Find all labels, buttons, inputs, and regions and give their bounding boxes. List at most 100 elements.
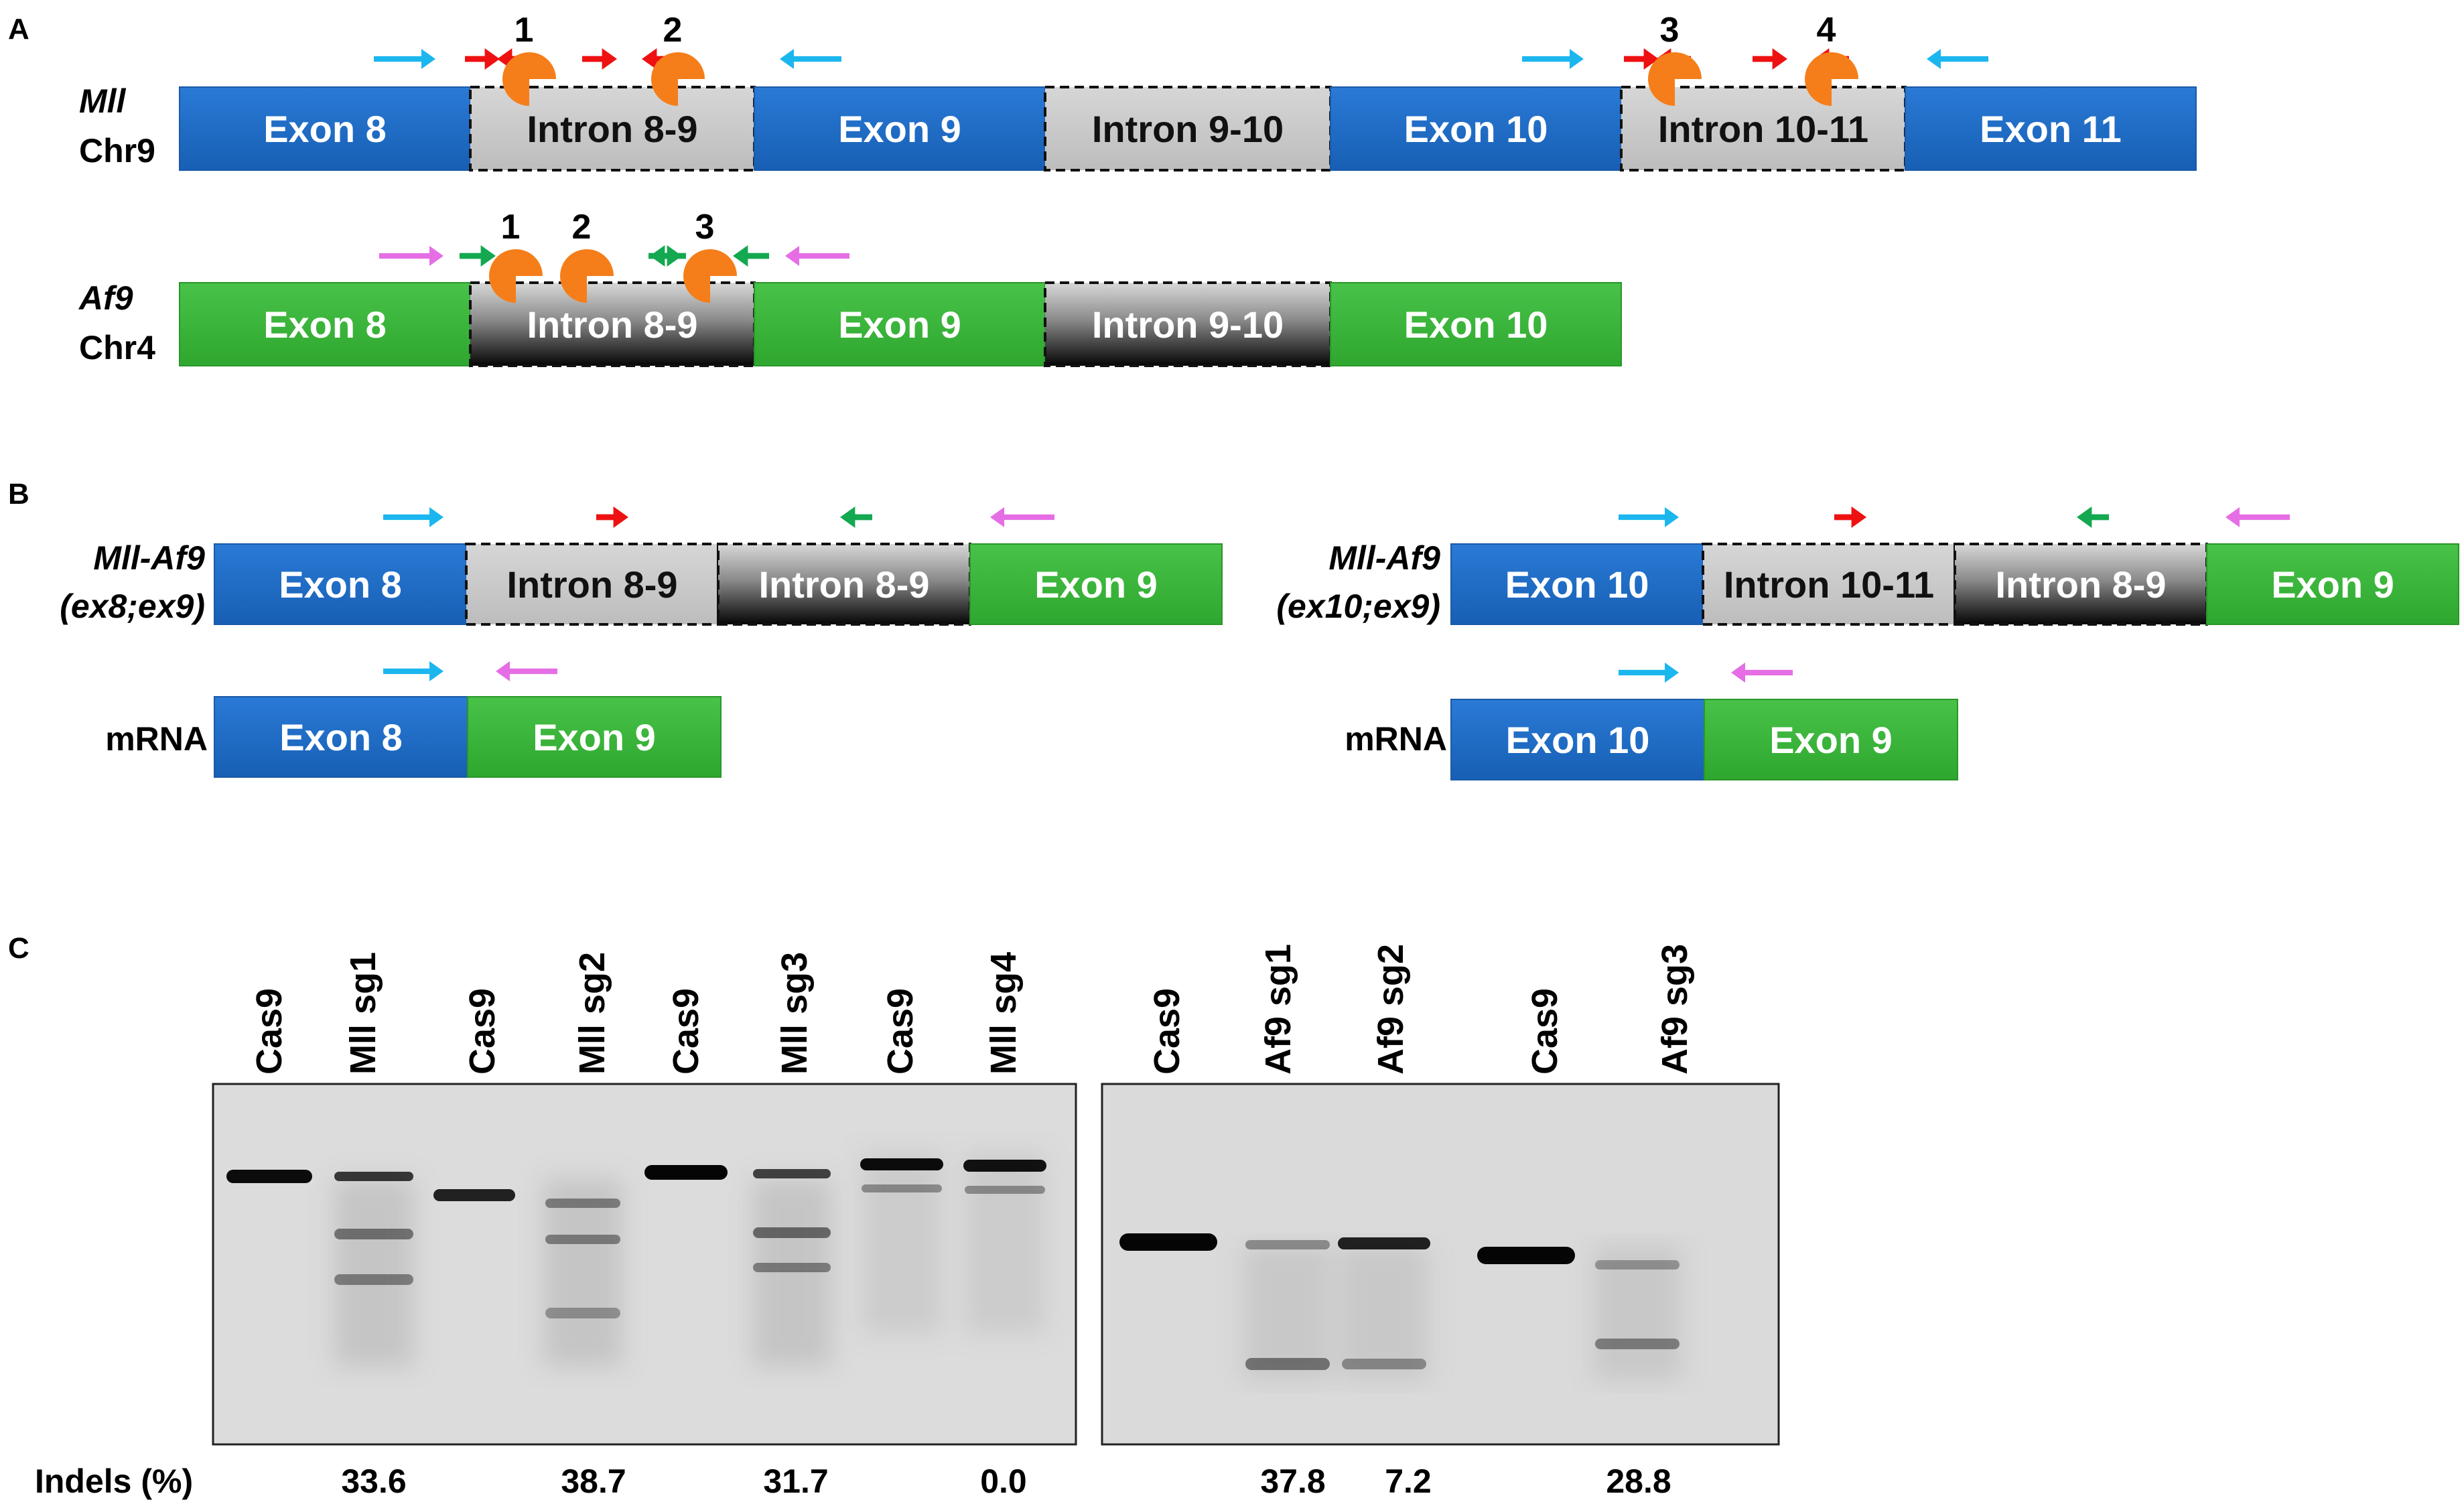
- gel-band: [965, 1186, 1045, 1194]
- segment-label: Intron 8-9: [1995, 563, 2166, 606]
- lane-label: Af9 sg3: [1655, 944, 1695, 1075]
- segment-label: Exon 8: [279, 716, 403, 758]
- sgrna-number: 4: [1817, 11, 1836, 50]
- sgrna-cut-site-icon: 1: [502, 11, 556, 106]
- sgrna-cut-site-icon: 3: [683, 208, 737, 303]
- primer-reverse-arrow: [840, 506, 872, 528]
- primer-reverse-arrow: [2226, 507, 2290, 527]
- sgrna-number: 3: [1660, 11, 1680, 50]
- fusion-right-name: Mll-Af9: [1328, 539, 1440, 577]
- segment-intron-8-9: [465, 543, 720, 626]
- primer-forward-arrow: [374, 49, 435, 69]
- gel-band: [1342, 1359, 1426, 1369]
- segment-intron-10-11: [1702, 543, 1956, 626]
- gel-band: [1245, 1240, 1330, 1249]
- primer-forward-arrow: [582, 48, 617, 70]
- segment-label: Exon 11: [1980, 108, 2122, 150]
- primer-reverse-arrow: [496, 661, 557, 681]
- primer-forward-arrow: [1834, 506, 1866, 528]
- lane-label: Cas9: [1147, 988, 1187, 1075]
- segment-exon-9: [754, 282, 1046, 366]
- primer-forward-arrow: [1624, 48, 1659, 70]
- primer-forward-arrow: [379, 246, 443, 266]
- segment-exon-9: [969, 543, 1223, 625]
- segment-label: Exon 8: [263, 108, 387, 150]
- gel-band: [860, 1158, 943, 1170]
- lane-label: Mll sg4: [983, 952, 1024, 1075]
- panel-a-label: A: [8, 13, 29, 46]
- fusion-right-primer-arrows: [1619, 506, 2290, 683]
- gel-band: [334, 1229, 413, 1239]
- segment-label: Exon 9: [1769, 719, 1893, 761]
- gel-band: [862, 1184, 942, 1192]
- segment-exon-9: [754, 86, 1046, 171]
- lane-label: Af9 sg2: [1371, 944, 1411, 1075]
- indel-value: 31.7: [763, 1462, 828, 1500]
- primer-reverse-arrow: [1927, 49, 1988, 69]
- segment-label: Intron 10-11: [1724, 563, 1934, 606]
- gel-band: [753, 1169, 831, 1178]
- af9-gene-label: Af9: [78, 279, 133, 317]
- segment-label: Intron 9-10: [1092, 303, 1284, 346]
- gel-band: [334, 1172, 413, 1181]
- primer-forward-arrow: [383, 661, 443, 681]
- segment-label: Exon 8: [279, 563, 402, 606]
- panel-b-label: B: [8, 478, 29, 510]
- panel-c-label: C: [8, 932, 29, 965]
- segment-label: Intron 8-9: [527, 303, 697, 346]
- gel-band: [1119, 1233, 1217, 1251]
- primer-forward-arrow: [383, 507, 443, 527]
- primer-reverse-arrow: [1731, 663, 1793, 683]
- lane-label: Mll sg1: [343, 952, 383, 1075]
- indels-label: Indels (%): [35, 1462, 193, 1500]
- primer-forward-arrow: [1619, 663, 1679, 683]
- sgrna-cut-site-icon: 4: [1805, 11, 1858, 106]
- gel-band: [545, 1308, 620, 1318]
- sgrna-cut-site-icon: 1: [489, 208, 543, 303]
- indel-value: 33.6: [341, 1462, 406, 1500]
- gel-band: [1245, 1358, 1330, 1370]
- segment-label: Exon 9: [533, 716, 656, 758]
- segment-exon-9: [467, 696, 722, 778]
- gel-band: [753, 1263, 831, 1272]
- segment-label: Intron 8-9: [506, 563, 677, 606]
- segment-label: Exon 9: [838, 108, 961, 150]
- primer-reverse-arrow: [785, 246, 849, 266]
- sgrna-cut-site-icon: 3: [1648, 11, 1702, 106]
- segment-label: Exon 10: [1404, 108, 1548, 150]
- segment-exon-8: [214, 543, 467, 625]
- segment-intron-8-9: [717, 543, 971, 626]
- lane-label: Mll sg2: [572, 952, 612, 1075]
- segment-exon-10: [1450, 699, 1705, 780]
- primer-reverse-arrow: [780, 49, 841, 69]
- segment-exon-9: [2206, 543, 2459, 625]
- primer-forward-arrow: [1753, 48, 1787, 70]
- gel-band: [753, 1227, 831, 1238]
- segment-intron-8-9: [1954, 543, 2208, 626]
- primer-reverse-arrow: [733, 245, 769, 267]
- sgrna-number: 1: [501, 208, 521, 247]
- segment-exon-8: [214, 696, 468, 778]
- gel-band: [334, 1274, 413, 1285]
- lane-label: Cas9: [666, 988, 706, 1075]
- gel-band: [644, 1165, 728, 1180]
- mrna-right-label: mRNA: [1345, 720, 1447, 758]
- primer-forward-arrow: [465, 48, 500, 70]
- segment-label: Exon 10: [1404, 303, 1548, 346]
- mll-gene-label: Mll: [79, 82, 127, 120]
- fusion-right-variant: (ex10;ex9): [1276, 588, 1440, 625]
- segment-label: Intron 8-9: [758, 563, 929, 606]
- lane-label: Cas9: [462, 988, 502, 1075]
- fusion-left-variant: (ex8;ex9): [60, 588, 205, 625]
- sgrna-number: 1: [515, 11, 534, 50]
- segment-label: Exon 8: [263, 303, 387, 346]
- segment-exon-10: [1330, 86, 1622, 171]
- primer-forward-arrow: [460, 245, 496, 267]
- indel-value: 38.7: [561, 1462, 626, 1500]
